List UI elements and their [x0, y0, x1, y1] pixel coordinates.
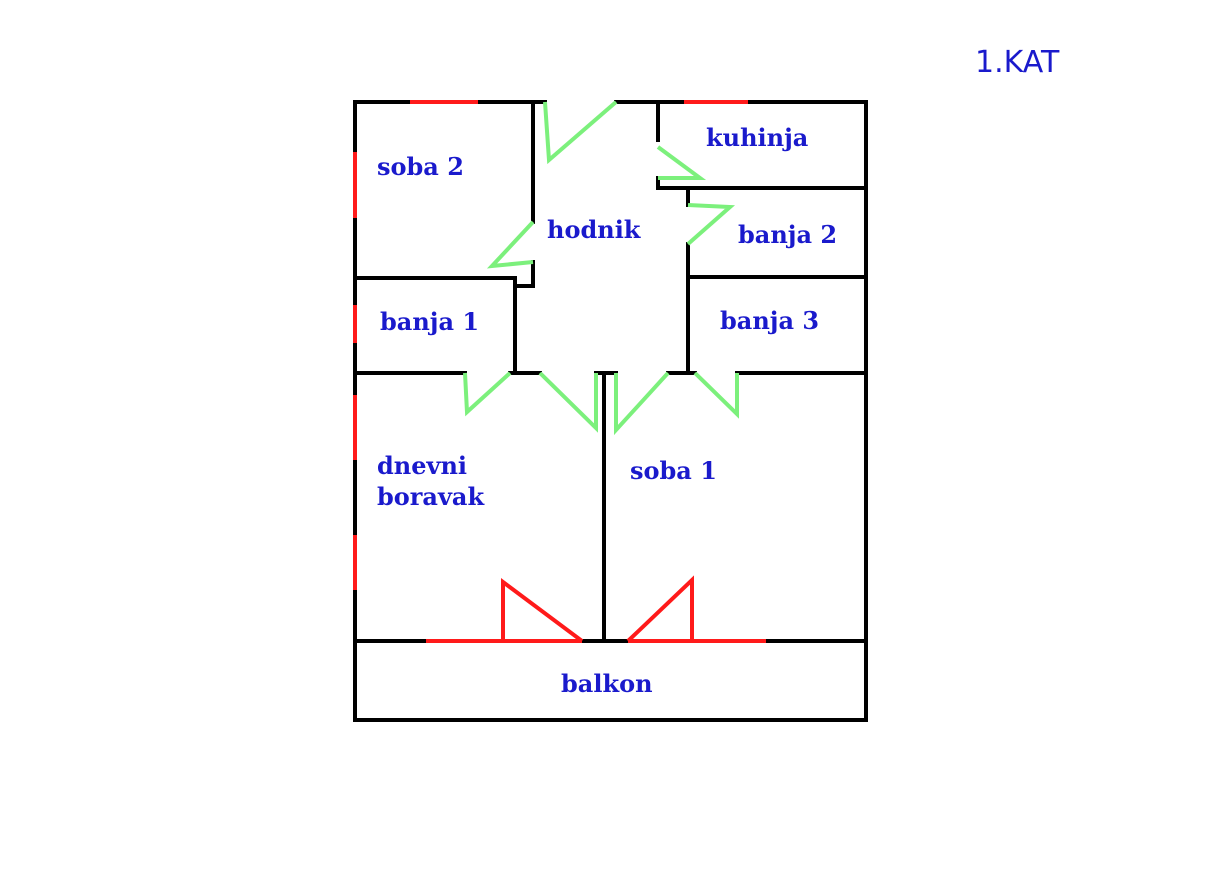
- floor-title: 1.KAT: [975, 45, 1060, 80]
- room-labels: 1.KAT soba 2 kuhinja hodnik banja 2 banj…: [377, 45, 1060, 698]
- door-kuhinja: [656, 145, 707, 180]
- label-banja1: banja 1: [380, 307, 479, 336]
- label-banja3: banja 3: [720, 306, 819, 335]
- label-dnevni: dnevni: [377, 451, 467, 480]
- label-hodnik: hodnik: [547, 215, 642, 244]
- door-entrance: [543, 100, 618, 165]
- label-kuhinja: kuhinja: [706, 123, 808, 152]
- door-soba2: [486, 220, 535, 269]
- door-banja3: [693, 371, 739, 419]
- balcony-door-right-swing: [626, 575, 694, 643]
- label-soba1: soba 1: [630, 456, 717, 485]
- door-soba1: [614, 371, 670, 436]
- label-balkon: balkon: [561, 669, 653, 698]
- walls: [353, 100, 868, 722]
- label-boravak: boravak: [377, 482, 485, 511]
- door-swing-marks: [463, 100, 739, 436]
- door-banja1: [463, 371, 512, 417]
- door-banja2: [686, 203, 736, 246]
- window-marks: [353, 100, 766, 643]
- balcony-door-left-swing: [501, 578, 584, 643]
- label-banja2: banja 2: [738, 220, 837, 249]
- label-soba2: soba 2: [377, 152, 464, 181]
- door-dnevni: [538, 371, 598, 433]
